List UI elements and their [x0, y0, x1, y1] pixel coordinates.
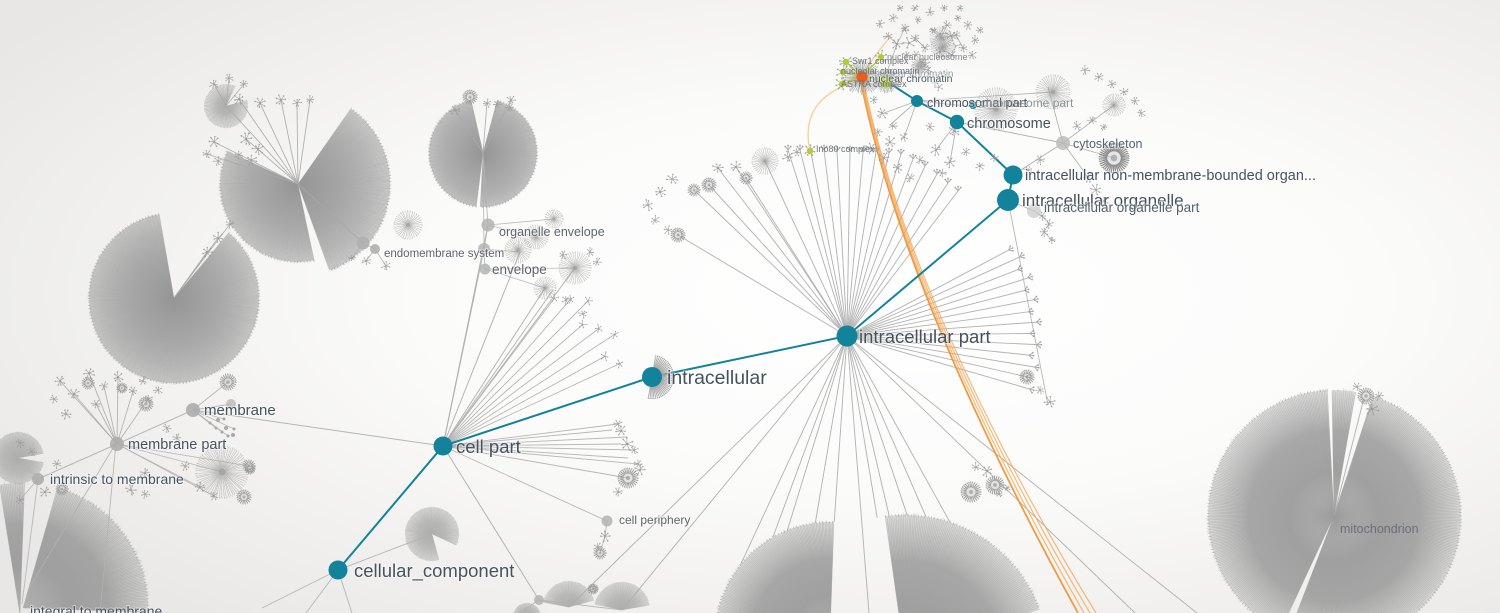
svg-text:Swr1 complex: Swr1 complex	[852, 56, 909, 66]
svg-text:cell part: cell part	[456, 436, 521, 457]
svg-text:nuclear chromatin: nuclear chromatin	[869, 73, 953, 85]
svg-text:membrane: membrane	[204, 402, 276, 419]
svg-text:intracellular part: intracellular part	[859, 326, 991, 347]
svg-text:nuclear nucleosome: nuclear nucleosome	[887, 52, 968, 62]
svg-text:chromosome: chromosome	[967, 116, 1051, 132]
svg-text:intracellular: intracellular	[667, 367, 767, 389]
svg-text:chromosomal part: chromosomal part	[927, 96, 1028, 110]
svg-text:cytoskeleton: cytoskeleton	[1073, 137, 1143, 151]
svg-text:Ino80 complex: Ino80 complex	[816, 144, 875, 154]
svg-text:intracellular non-membrane-bou: intracellular non-membrane-bounded organ…	[1025, 168, 1316, 184]
svg-text:chromosome part: chromosome part	[980, 96, 1074, 110]
svg-text:cell periphery: cell periphery	[619, 513, 690, 527]
svg-text:intracellular organelle: intracellular organelle	[1022, 191, 1184, 210]
svg-text:organelle envelope: organelle envelope	[499, 225, 605, 239]
svg-text:intracellular organelle part: intracellular organelle part	[1044, 200, 1200, 215]
svg-text:nuclear chromatin: nuclear chromatin	[874, 69, 953, 80]
svg-text:ASTRA complex: ASTRA complex	[841, 79, 907, 89]
svg-text:integral to membrane: integral to membrane	[30, 603, 163, 613]
svg-text:mitochondrion: mitochondrion	[1340, 522, 1419, 536]
svg-text:envelope: envelope	[492, 262, 547, 277]
svg-text:membrane part: membrane part	[128, 437, 226, 453]
svg-text:nucleolar chromatin: nucleolar chromatin	[841, 66, 920, 76]
svg-text:endomembrane system: endomembrane system	[384, 248, 504, 260]
svg-text:intrinsic to membrane: intrinsic to membrane	[50, 471, 184, 487]
svg-text:cellular_component: cellular_component	[354, 560, 514, 582]
